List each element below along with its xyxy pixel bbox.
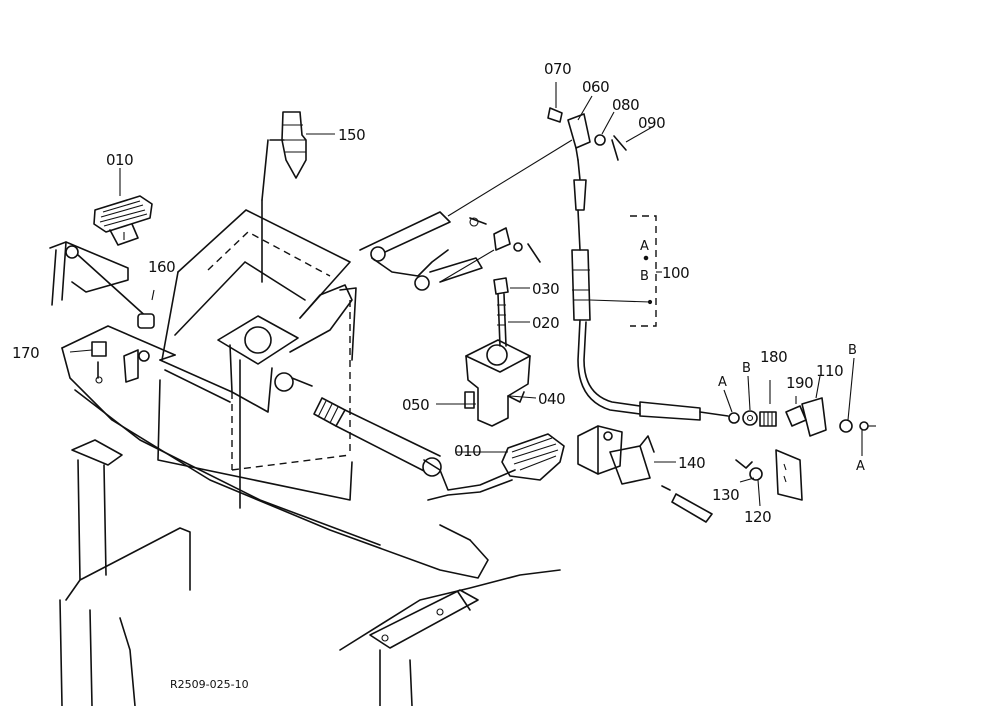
floor-plate — [61, 325, 489, 579]
lower-frame — [59, 439, 561, 706]
label-170: 170 — [12, 344, 39, 362]
label-090: 090 — [638, 114, 665, 132]
valve-150 — [261, 111, 335, 283]
cable-bracket-marker — [630, 215, 657, 327]
label-020: 020 — [532, 314, 559, 332]
cylinder-040 — [436, 217, 541, 427]
right-brake-pedal — [423, 433, 565, 501]
part-labels: 070 060 080 090 150 010 160 170 030 020 … — [12, 60, 844, 526]
label-140: 140 — [678, 454, 705, 472]
marker-b-left: B — [742, 361, 751, 376]
label-010-top: 010 — [106, 151, 133, 169]
lever-assembly — [728, 375, 876, 437]
label-160: 160 — [148, 258, 175, 276]
bushing-160 — [137, 289, 155, 329]
marker-a-left: A — [718, 375, 727, 390]
brake-cable — [571, 159, 729, 421]
clevis-assembly — [547, 107, 627, 161]
bolt-170 — [69, 341, 150, 384]
label-080: 080 — [612, 96, 639, 114]
linkage-rods — [359, 139, 573, 291]
label-030: 030 — [532, 280, 559, 298]
label-110: 110 — [816, 362, 843, 380]
label-120: 120 — [744, 508, 771, 526]
reference-code: R2509-025-10 — [170, 678, 249, 691]
marker-b-bracket: B — [640, 269, 649, 284]
label-130: 130 — [712, 486, 739, 504]
pedal-bracket — [157, 209, 357, 509]
label-100: 100 — [662, 264, 689, 282]
cable-bracket-140 — [577, 425, 803, 523]
leader-lines — [119, 82, 863, 507]
pedal-shaft — [274, 372, 442, 477]
label-010-bottom: 010 — [454, 442, 481, 460]
label-040: 040 — [538, 390, 565, 408]
label-190: 190 — [786, 374, 813, 392]
left-brake-pedal — [49, 195, 153, 321]
marker-a-right: A — [856, 459, 865, 474]
label-060: 060 — [582, 78, 609, 96]
label-180: 180 — [760, 348, 787, 366]
label-150: 150 — [338, 126, 365, 144]
marker-b-right: B — [848, 343, 857, 358]
connection-markers: A B A B B A — [640, 239, 865, 474]
label-070: 070 — [544, 60, 571, 78]
label-050: 050 — [402, 396, 429, 414]
marker-a-bracket: A — [640, 239, 649, 254]
